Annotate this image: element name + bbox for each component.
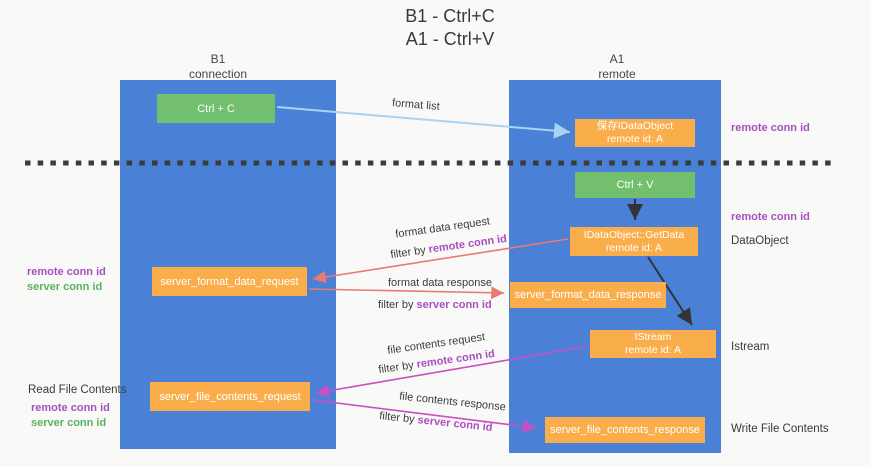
lifeline-header-a1: A1 remote xyxy=(557,52,677,82)
node-save-dataobject-line2: remote id: A xyxy=(606,133,664,145)
node-idataobject-getdata: IDataObject::GetData remote id: A xyxy=(570,227,698,256)
arrow-format-data-response xyxy=(308,286,505,300)
node-save-dataobject: 保存IDataObject remote id: A xyxy=(575,119,695,147)
label-format-list: format list xyxy=(391,97,441,113)
node-server-format-data-response: server_format_data_response xyxy=(510,282,666,308)
filter-id-server: server conn id xyxy=(416,299,492,311)
annotation-remote-conn-id-1: remote conn id xyxy=(27,266,106,278)
label-file-contents-response: file contents response xyxy=(398,390,507,414)
filter-id-server: server conn id xyxy=(416,414,494,434)
node-ctrl-v: Ctrl + V xyxy=(575,172,695,198)
node-file-request-label: server_file_contents_request xyxy=(159,390,301,403)
node-format-response-label: server_format_data_response xyxy=(514,289,662,301)
annotation-remote-conn-id-top: remote conn id xyxy=(731,122,810,134)
node-save-dataobject-line1: 保存IDataObject xyxy=(596,120,674,132)
lifeline-a1-name: A1 xyxy=(609,52,625,66)
annotation-dataobject: DataObject xyxy=(731,235,789,247)
node-istream-line1: IStream xyxy=(634,331,672,343)
label-filter-server-conn-id-1: filter by server conn id xyxy=(378,299,492,311)
lifeline-a1-role: remote xyxy=(598,67,636,81)
annotation-conn-ids-1: remote conn id server conn id xyxy=(27,265,106,295)
diagram-title: B1 - Ctrl+C A1 - Ctrl+V xyxy=(285,5,615,51)
label-format-data-response: format data response xyxy=(388,277,492,289)
node-getdata-line2: remote id: A xyxy=(605,241,663,254)
node-istream: IStream remote id: A xyxy=(590,330,716,358)
node-format-request-label: server_format_data_request xyxy=(160,275,299,288)
filter-id-remote: remote conn id xyxy=(415,347,496,371)
filter-prefix: filter by xyxy=(389,243,430,262)
annotation-server-conn-id-2: server conn id xyxy=(31,417,107,429)
title-line-2: A1 - Ctrl+V xyxy=(405,29,495,49)
annotation-server-conn-id-1: server conn id xyxy=(27,281,103,293)
filter-prefix: filter by xyxy=(378,299,417,311)
node-server-format-data-request: server_format_data_request xyxy=(152,267,307,296)
lifeline-b1-role: connection xyxy=(188,67,248,81)
node-server-file-contents-response: server_file_contents_response xyxy=(545,417,705,443)
node-file-response-label: server_file_contents_response xyxy=(550,424,700,436)
node-ctrl-v-label: Ctrl + V xyxy=(616,179,654,191)
annotation-istream: Istream xyxy=(731,341,770,353)
node-istream-line2: remote id: A xyxy=(624,344,682,356)
filter-id-remote: remote conn id xyxy=(427,232,508,256)
filter-prefix: filter by xyxy=(377,358,418,377)
annotation-remote-conn-id-mid: remote conn id xyxy=(731,211,810,223)
annotation-write-file-contents: Write File Contents xyxy=(731,423,829,435)
annotation-remote-conn-id-2: remote conn id xyxy=(31,402,110,414)
node-server-file-contents-request: server_file_contents_request xyxy=(150,382,310,411)
annotation-conn-ids-2: remote conn id server conn id xyxy=(31,401,110,431)
lifeline-b1-name: B1 xyxy=(210,52,226,66)
filter-prefix: filter by xyxy=(378,410,419,427)
node-ctrl-c: Ctrl + C xyxy=(157,94,275,123)
node-getdata-line1: IDataObject::GetData xyxy=(583,228,685,241)
label-filter-server-conn-id-2: filter by server conn id xyxy=(379,410,493,434)
node-ctrl-c-label: Ctrl + C xyxy=(197,102,235,115)
title-line-1: B1 - Ctrl+C xyxy=(405,6,495,26)
annotation-read-file-contents: Read File Contents xyxy=(28,384,127,396)
lifeline-header-b1: B1 connection xyxy=(158,52,278,82)
